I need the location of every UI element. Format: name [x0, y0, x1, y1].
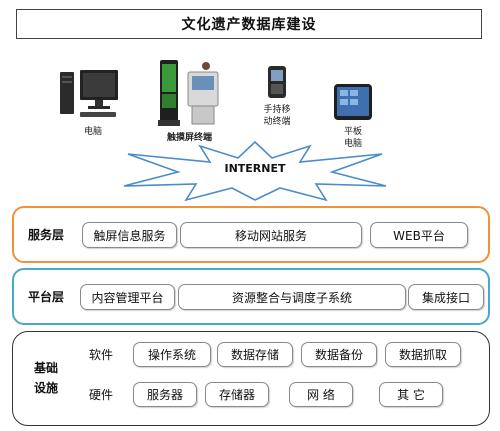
platform-item-resource-scheduling: 资源整合与调度子系统	[178, 284, 406, 310]
platform-item-cms: 内容管理平台	[80, 284, 175, 310]
platform-layer: 平台层 内容管理平台 资源整合与调度子系统 集成接口	[12, 268, 490, 325]
hardware-item-network: 网 络	[289, 382, 353, 407]
software-item-data-storage: 数据存储	[217, 342, 293, 367]
software-item-os: 操作系统	[133, 342, 211, 367]
hardware-item-other: 其 它	[379, 382, 443, 407]
computer-caption: 电脑	[83, 127, 102, 137]
mobile-caption-line1: 手持移	[263, 105, 291, 115]
internet-burst-shape	[123, 140, 387, 202]
diagram-title: 文化遗产数据库建设	[16, 9, 482, 39]
tablet-icon	[334, 84, 372, 120]
platform-layer-label: 平台层	[28, 290, 65, 304]
service-layer: 服务层 触屏信息服务 移动网站服务 WEB平台	[12, 206, 490, 263]
software-item-data-crawl: 数据抓取	[385, 342, 461, 367]
mobile-caption-line2: 动终端	[263, 117, 291, 127]
infrastructure-label-line1: 基础	[33, 361, 58, 375]
tablet-device: 平板 电脑	[328, 82, 378, 149]
service-item-web-platform: WEB平台	[370, 222, 468, 248]
kiosk-caption: 触摸屏终端	[166, 133, 212, 143]
infrastructure-layer: 基础 设施 软件 操作系统 数据存储 数据备份 数据抓取 硬件 服务器 存储器 …	[12, 331, 490, 426]
hardware-item-storage: 存储器	[205, 382, 269, 407]
software-item-data-backup: 数据备份	[301, 342, 377, 367]
infrastructure-label-line2: 设施	[33, 381, 58, 395]
service-item-mobile-site: 移动网站服务	[180, 222, 362, 248]
internet-burst: INTERNET	[120, 140, 390, 202]
kiosk-icon	[158, 60, 219, 126]
platform-item-integration-interface: 集成接口	[408, 284, 484, 310]
mobile-device: 手持移 动终端	[252, 64, 302, 128]
software-row-label: 软件	[89, 348, 114, 362]
tablet-caption-line1: 平板	[343, 127, 362, 137]
tablet-caption-line2: 电脑	[343, 139, 362, 149]
hardware-row-label: 硬件	[89, 388, 114, 402]
service-item-touch-info: 触屏信息服务	[82, 222, 177, 248]
kiosk-device: 触摸屏终端	[152, 58, 227, 143]
computer-device: 电脑	[58, 68, 128, 138]
service-layer-label: 服务层	[28, 228, 65, 242]
mobile-phone-icon	[268, 66, 286, 98]
internet-label: INTERNET	[224, 162, 286, 175]
hardware-item-server: 服务器	[133, 382, 197, 407]
computer-icon	[60, 70, 118, 117]
